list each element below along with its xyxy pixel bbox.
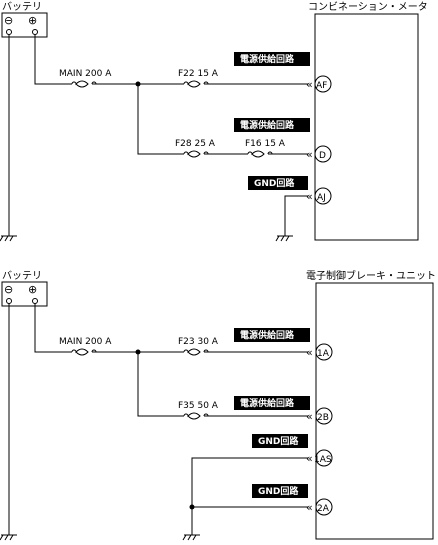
pin-1as-label: 1AS	[314, 455, 332, 465]
battery-plus-node	[32, 298, 38, 304]
fuse-f35-label: F35 50 A	[178, 401, 219, 411]
battery-minus-node	[6, 298, 12, 304]
pin-1a-label: 1A	[317, 349, 330, 359]
pin-d-label: D	[319, 151, 326, 161]
tag-power-supply-2-text: 電源供給回路	[240, 119, 295, 131]
diagram-brake-unit: バッテリ 電子制御ブレーキ・ユニット ⊖ ⊕ MAIN 200 A F23 30…	[0, 269, 436, 541]
connector-arrow: «	[306, 346, 313, 359]
tag-gnd-2	[252, 484, 308, 498]
tag-power-supply-1-text: 電源供給回路	[240, 329, 295, 341]
ground-symbol	[275, 235, 293, 242]
main-wire	[34, 34, 72, 85]
main-fuse-label: MAIN 200 A	[59, 337, 112, 347]
connector-arrow: «	[306, 410, 313, 423]
connector-arrow: «	[306, 452, 313, 465]
module-box-brake-unit	[315, 282, 434, 540]
branch-wire-2	[137, 352, 184, 417]
tag-power-supply-2-text: 電源供給回路	[240, 397, 295, 409]
pin-2b-label: 2B	[317, 413, 329, 423]
tag-gnd-1	[252, 434, 308, 448]
branch-wire-2	[137, 84, 184, 155]
tag-gnd-2-text: GND回路	[258, 485, 299, 497]
battery-box	[1, 281, 48, 307]
fuse-f22-label: F22 15 A	[178, 69, 219, 79]
fuse-f16-label: F16 15 A	[245, 139, 286, 149]
fuse-f28-label: F28 25 A	[175, 139, 216, 149]
diagram-combination-meter: バッテリ コンビネーション・メータ ⊖ ⊕ MAIN 200 A F22 15 …	[0, 1, 428, 242]
connector-arrow: «	[306, 78, 313, 91]
module-box-combination-meter	[314, 13, 419, 241]
tag-power-supply-2	[234, 118, 310, 132]
battery-label: バッテリ	[2, 270, 42, 282]
connector-arrow: «	[306, 501, 313, 514]
battery-plus-terminal: ⊕	[28, 14, 37, 27]
battery-box	[1, 12, 48, 38]
battery-minus-terminal: ⊖	[4, 14, 13, 27]
pin-af-label: AF	[316, 81, 327, 91]
module-label: 電子制御ブレーキ・ユニット	[306, 269, 436, 282]
ground-symbol	[0, 534, 17, 541]
battery-plus-terminal: ⊕	[28, 283, 37, 296]
connector-arrow: «	[306, 190, 313, 203]
main-fuse-label: MAIN 200 A	[59, 69, 112, 79]
tag-gnd-1-text: GND回路	[254, 177, 295, 189]
pin-aj-label: AJ	[317, 193, 326, 203]
pin-2a-label: 2A	[317, 504, 330, 514]
module-label: コンビネーション・メータ	[308, 1, 428, 13]
ground-symbol	[0, 235, 17, 242]
tag-power-supply-1	[234, 328, 310, 342]
tag-gnd-1-text: GND回路	[258, 435, 299, 447]
battery-minus-terminal: ⊖	[4, 283, 13, 296]
tag-gnd-1	[248, 176, 308, 190]
ground-wire-1	[284, 195, 308, 236]
ground-symbol	[182, 534, 200, 541]
battery-minus-node	[6, 29, 12, 35]
tag-power-supply-2	[234, 396, 310, 410]
main-wire	[34, 303, 72, 353]
tag-power-supply-1	[234, 52, 310, 66]
battery-plus-node	[32, 29, 38, 35]
tag-power-supply-1-text: 電源供給回路	[240, 53, 295, 65]
fuse-f23-label: F23 30 A	[178, 337, 219, 347]
connector-arrow: «	[306, 148, 313, 161]
splice-point	[189, 504, 195, 510]
battery-label: バッテリ	[2, 1, 42, 13]
